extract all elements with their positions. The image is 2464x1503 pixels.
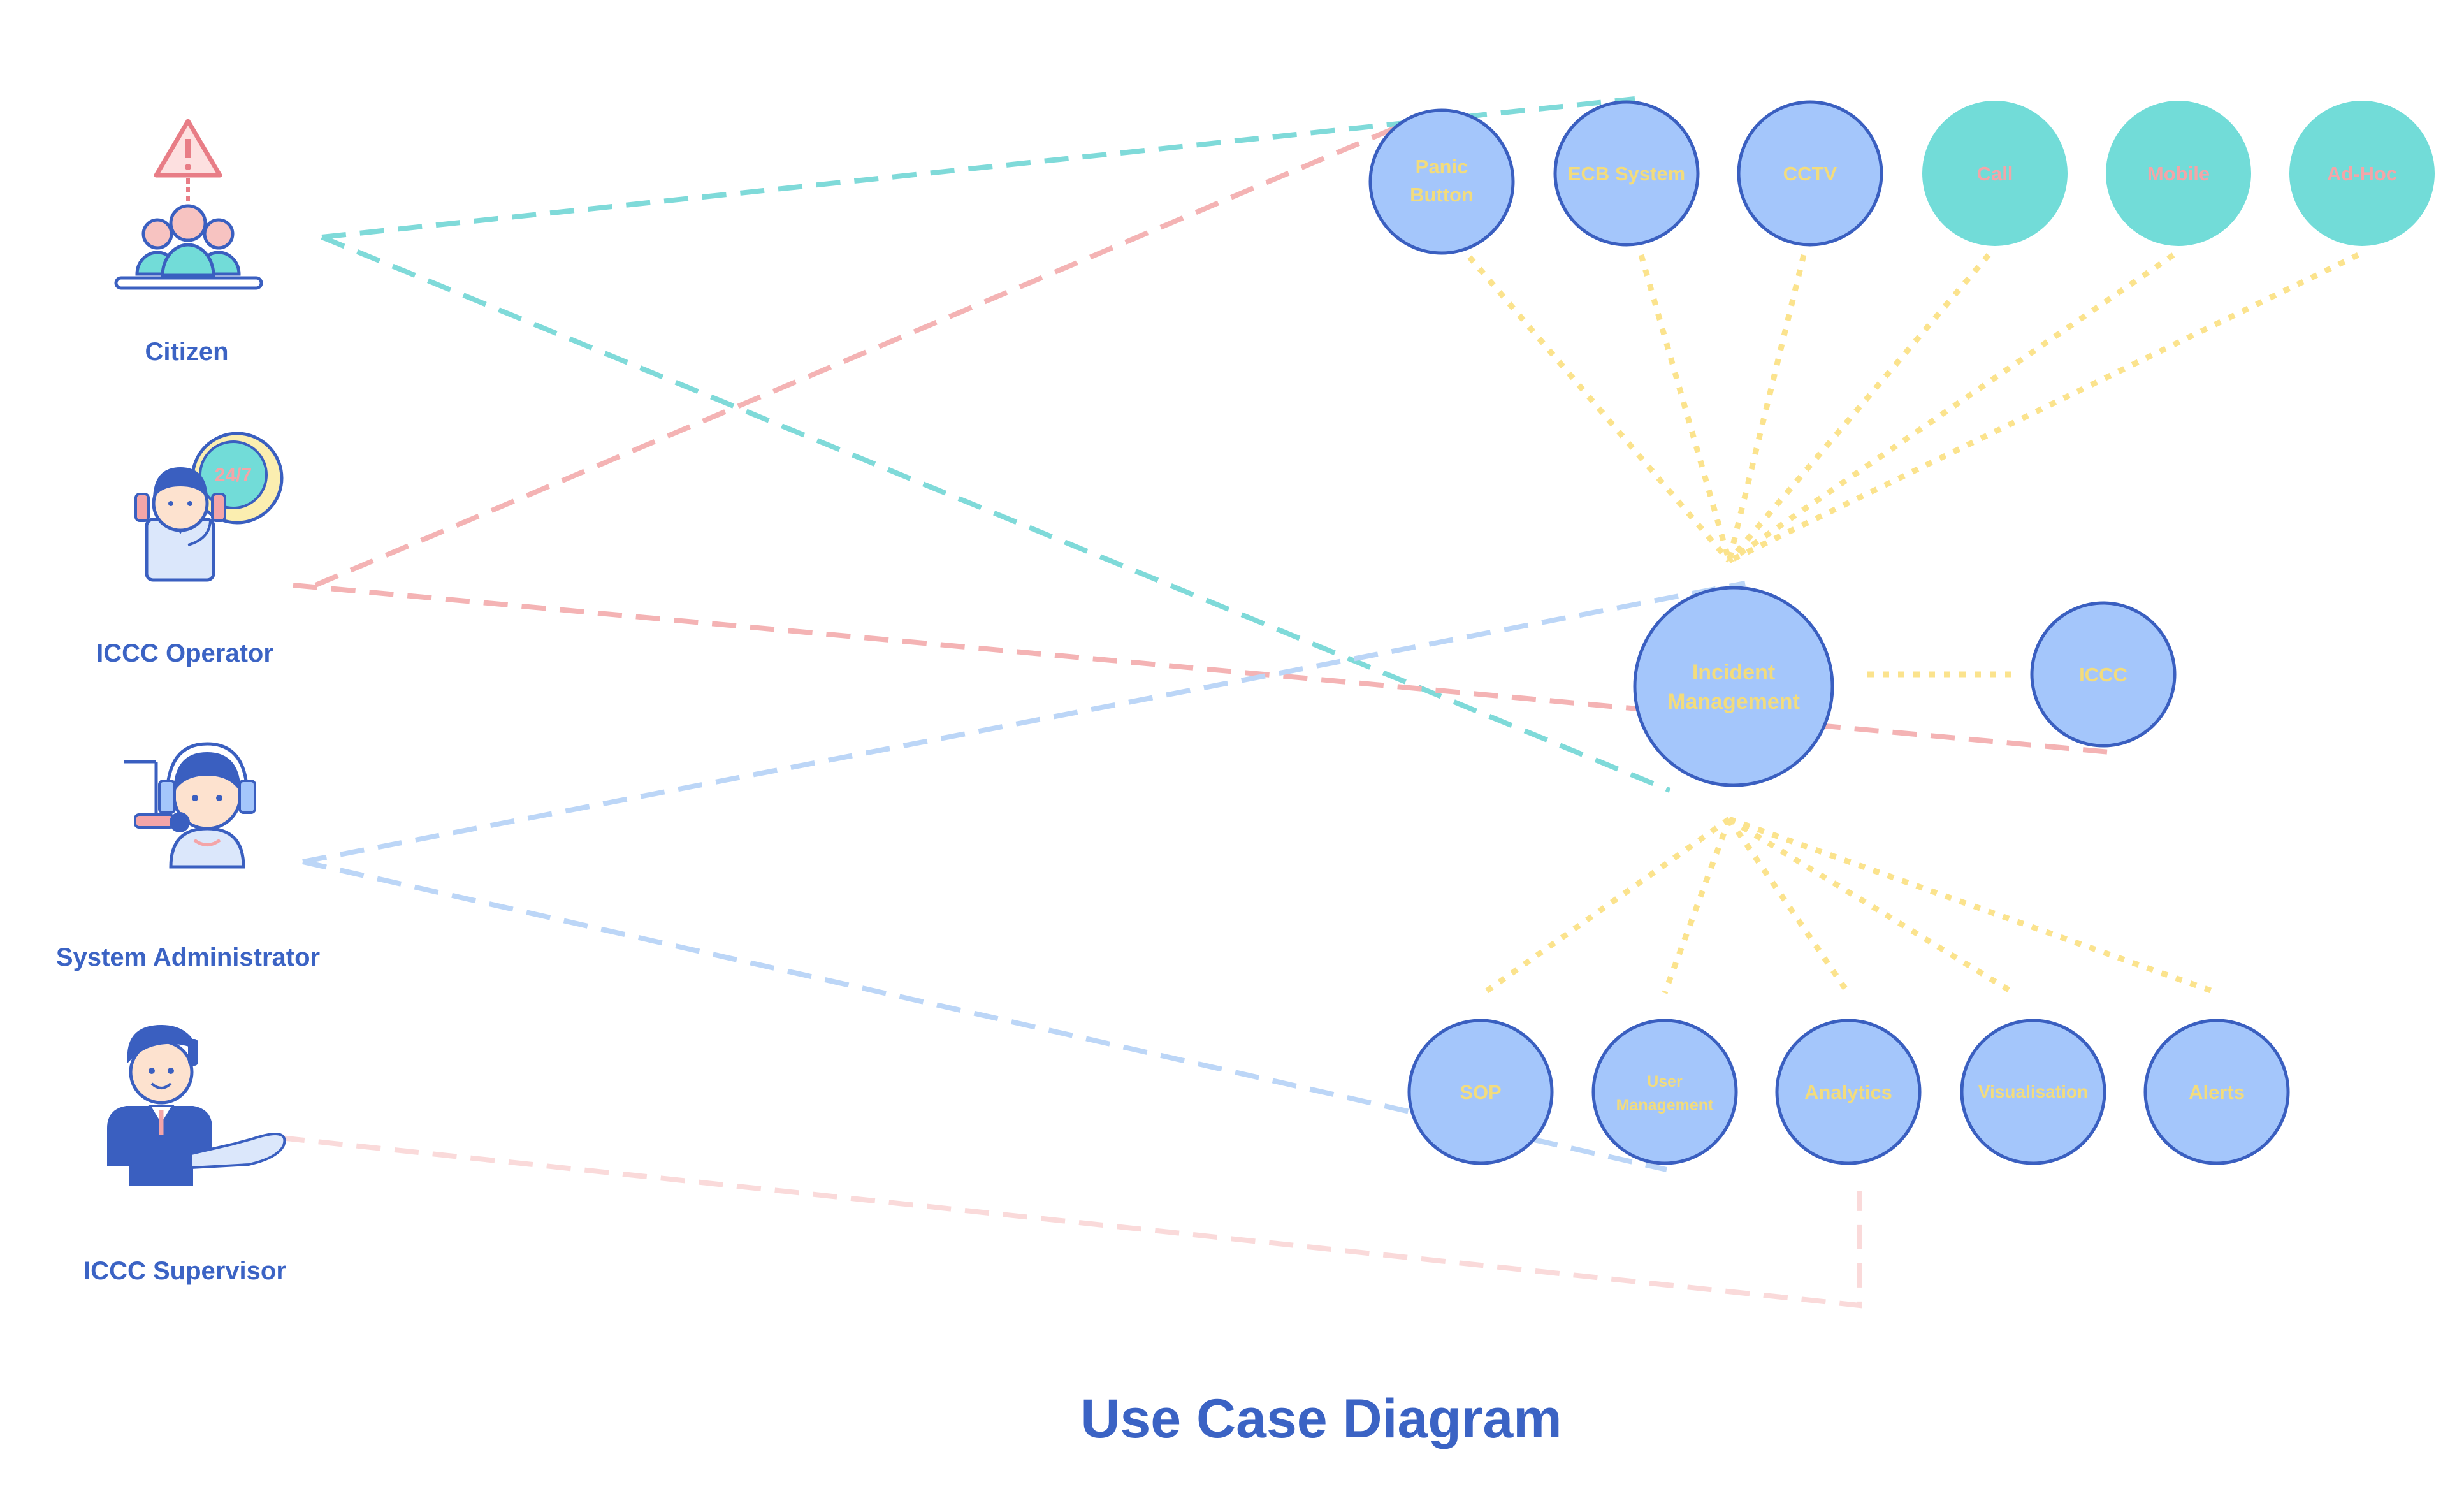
connector-mobile-incident xyxy=(1727,252,2175,563)
iccc-label: ICCC xyxy=(2079,664,2127,686)
connector-operator-panic xyxy=(314,106,1443,588)
pink-dashed-connectors xyxy=(293,106,2110,755)
supervisor-icon xyxy=(107,1025,286,1186)
connector-panic-incident xyxy=(1457,243,1732,563)
incident-label-1: Incident xyxy=(1692,660,1775,685)
ad-hoc-label: Ad-Hoc xyxy=(2327,163,2397,185)
citizen-label: Citizen xyxy=(145,338,228,366)
user-management-label-1: User xyxy=(1647,1073,1683,1091)
usecase-incident-management[interactable]: Incident Management xyxy=(1633,586,1834,787)
connector-citizen-incident xyxy=(321,235,1671,793)
citizen-icon xyxy=(114,119,263,290)
alerts-label: Alerts xyxy=(2189,1081,2245,1103)
badge-text: 24/7 xyxy=(215,465,252,486)
actor-citizen[interactable]: Citizen xyxy=(114,119,263,366)
mobile-label: Mobile xyxy=(2147,163,2210,185)
visualisation-label: Visualisation xyxy=(1978,1082,2088,1101)
yellow-dotted-connectors xyxy=(1457,243,2359,996)
usecase-user-management[interactable]: User Management xyxy=(1591,1019,1738,1165)
ecb-system-label: ECB System xyxy=(1568,163,1685,185)
incident-label-2: Management xyxy=(1667,690,1800,714)
usecase-iccc[interactable]: ICCC xyxy=(2030,601,2177,748)
usecase-alerts[interactable]: Alerts xyxy=(2143,1019,2290,1165)
light-pink-dashed-connectors xyxy=(280,1135,1862,1309)
connector-incident-sop xyxy=(1482,817,1731,996)
usecase-mobile[interactable]: Mobile xyxy=(2106,101,2251,246)
actor-iccc-supervisor[interactable]: ICCC Supervisor xyxy=(83,1025,286,1285)
connector-incident-visualisation xyxy=(1727,817,2016,996)
admin-icon xyxy=(124,742,256,869)
usecase-call[interactable]: Call xyxy=(1922,101,2068,246)
connector-incident-analytics xyxy=(1727,817,1851,995)
panic-button-label-2: Button xyxy=(1410,184,1474,206)
connector-incident-alerts xyxy=(1728,816,2219,996)
call-label: Call xyxy=(1977,163,2013,185)
actor-system-administrator[interactable]: System Administrator xyxy=(56,742,320,971)
connector-ecb-incident xyxy=(1638,254,1732,562)
diagram-title: Use Case Diagram xyxy=(1080,1388,1562,1449)
cctv-label: CCTV xyxy=(1783,163,1837,185)
connector-supervisor-analytics xyxy=(280,1135,1862,1309)
connector-citizen-panic xyxy=(321,96,1635,240)
connector-cctv-incident xyxy=(1726,254,1807,562)
actor-iccc-operator[interactable]: 24/7 ICCC Operator xyxy=(96,432,284,667)
teal-dashed-connectors xyxy=(321,96,1671,793)
admin-label: System Administrator xyxy=(56,943,320,971)
usecase-analytics[interactable]: Analytics xyxy=(1775,1019,1922,1165)
operator-icon: 24/7 xyxy=(134,432,284,582)
usecase-visualisation[interactable]: Visualisation xyxy=(1960,1019,2106,1165)
connector-call-incident xyxy=(1727,253,1991,563)
usecase-ad-hoc[interactable]: Ad-Hoc xyxy=(2289,101,2435,246)
connector-adhoc-incident xyxy=(1728,252,2359,564)
usecase-panic-button[interactable]: Panic Button xyxy=(1368,108,1515,255)
operator-label: ICCC Operator xyxy=(96,639,273,667)
connector-incident-usermgmt xyxy=(1662,818,1732,994)
panic-button-label-1: Panic xyxy=(1416,156,1468,178)
usecase-sop[interactable]: SOP xyxy=(1407,1019,1554,1165)
sop-label: SOP xyxy=(1460,1081,1501,1103)
user-management-label-2: Management xyxy=(1616,1096,1714,1114)
use-cases: Panic Button ECB System CCTV Call Mobile… xyxy=(1368,100,2435,1165)
usecase-cctv[interactable]: CCTV xyxy=(1737,100,1883,247)
supervisor-label: ICCC Supervisor xyxy=(83,1257,286,1285)
connector-operator-iccc xyxy=(293,583,2110,755)
connector-admin-incident xyxy=(302,581,1746,864)
usecase-ecb-system[interactable]: ECB System xyxy=(1553,100,1700,247)
analytics-label: Analytics xyxy=(1804,1081,1892,1103)
